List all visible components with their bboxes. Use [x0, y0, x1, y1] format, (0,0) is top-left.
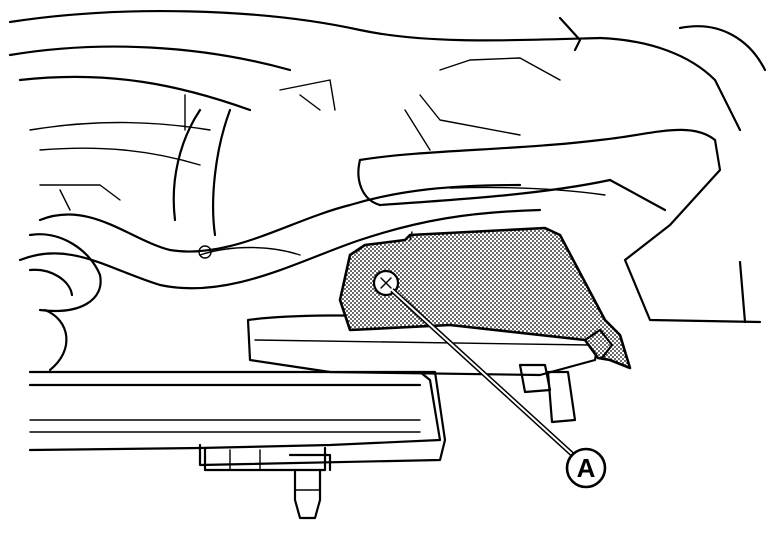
cover-screw	[372, 269, 400, 297]
callout-a-label: A	[577, 453, 596, 483]
lower-frame	[28, 314, 602, 467]
callout-leader	[390, 288, 575, 457]
main-hose	[18, 128, 762, 324]
upper-body-lines	[8, 9, 767, 211]
stud-bolt	[203, 446, 332, 520]
highlighted-cover	[338, 226, 632, 370]
callout-a: A	[565, 447, 607, 489]
left-hoses	[28, 108, 301, 372]
